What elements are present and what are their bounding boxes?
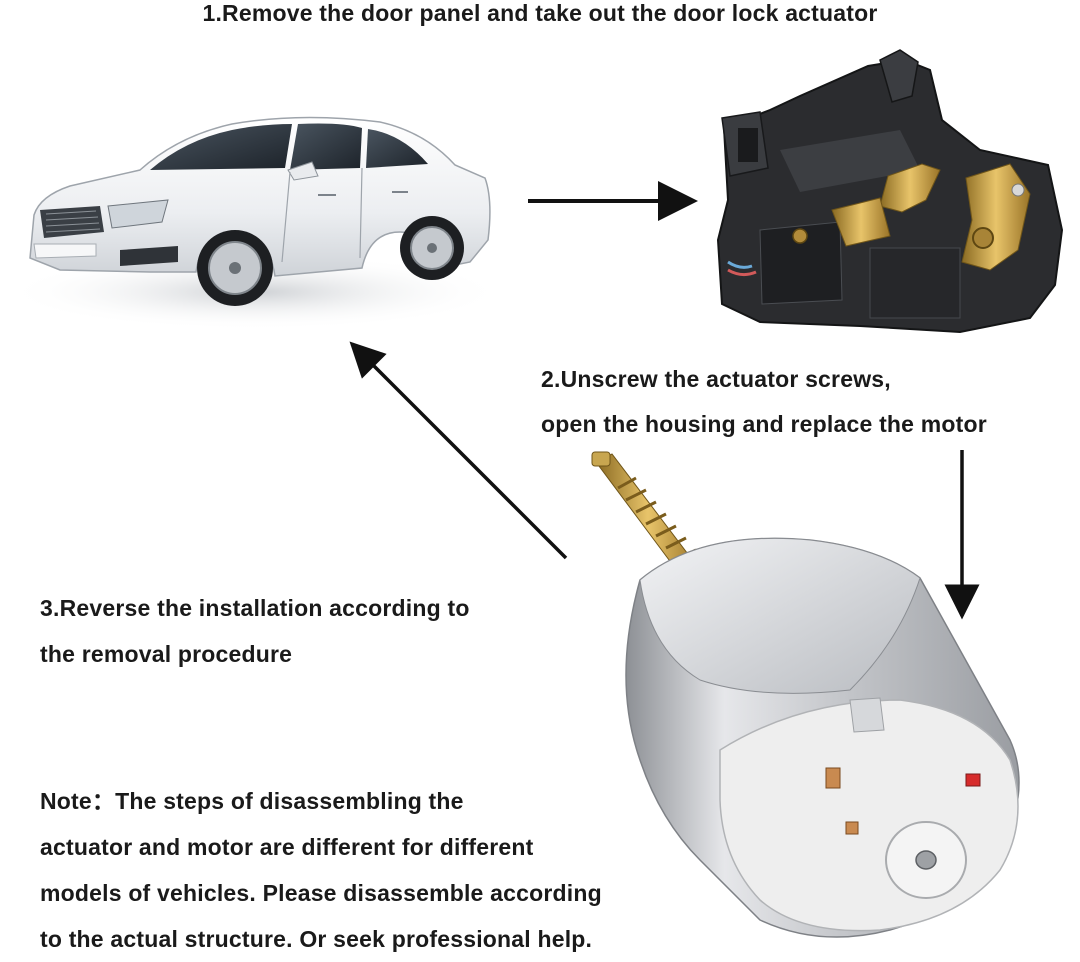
note-line4: to the actual structure. Or seek profess… [40, 926, 593, 952]
step3-line2: the removal procedure [40, 641, 293, 667]
car-wheel-front [197, 230, 273, 306]
note-text: Note：The steps of disassembling the actu… [40, 778, 602, 962]
car-wheel-rear [400, 216, 464, 280]
motor-image [591, 451, 1020, 938]
door-lock-actuator-image [716, 49, 1064, 334]
step2-line1: 2.Unscrew the actuator screws, [541, 366, 891, 392]
arrow-up-left [349, 341, 568, 560]
worm-gear [591, 451, 701, 581]
step3-line1: 3.Reverse the installation according to [40, 595, 470, 621]
step2-caption: 2.Unscrew the actuator screws, open the … [541, 357, 987, 447]
note-line1: Note：The steps of disassembling the [40, 788, 464, 814]
note-line2: actuator and motor are different for dif… [40, 834, 534, 860]
step3-caption: 3.Reverse the installation according to … [40, 585, 470, 677]
car-image [5, 116, 505, 330]
step2-line2: open the housing and replace the motor [541, 411, 987, 437]
note-line3: models of vehicles. Please disassemble a… [40, 880, 602, 906]
title: 1.Remove the door panel and take out the… [202, 0, 878, 26]
